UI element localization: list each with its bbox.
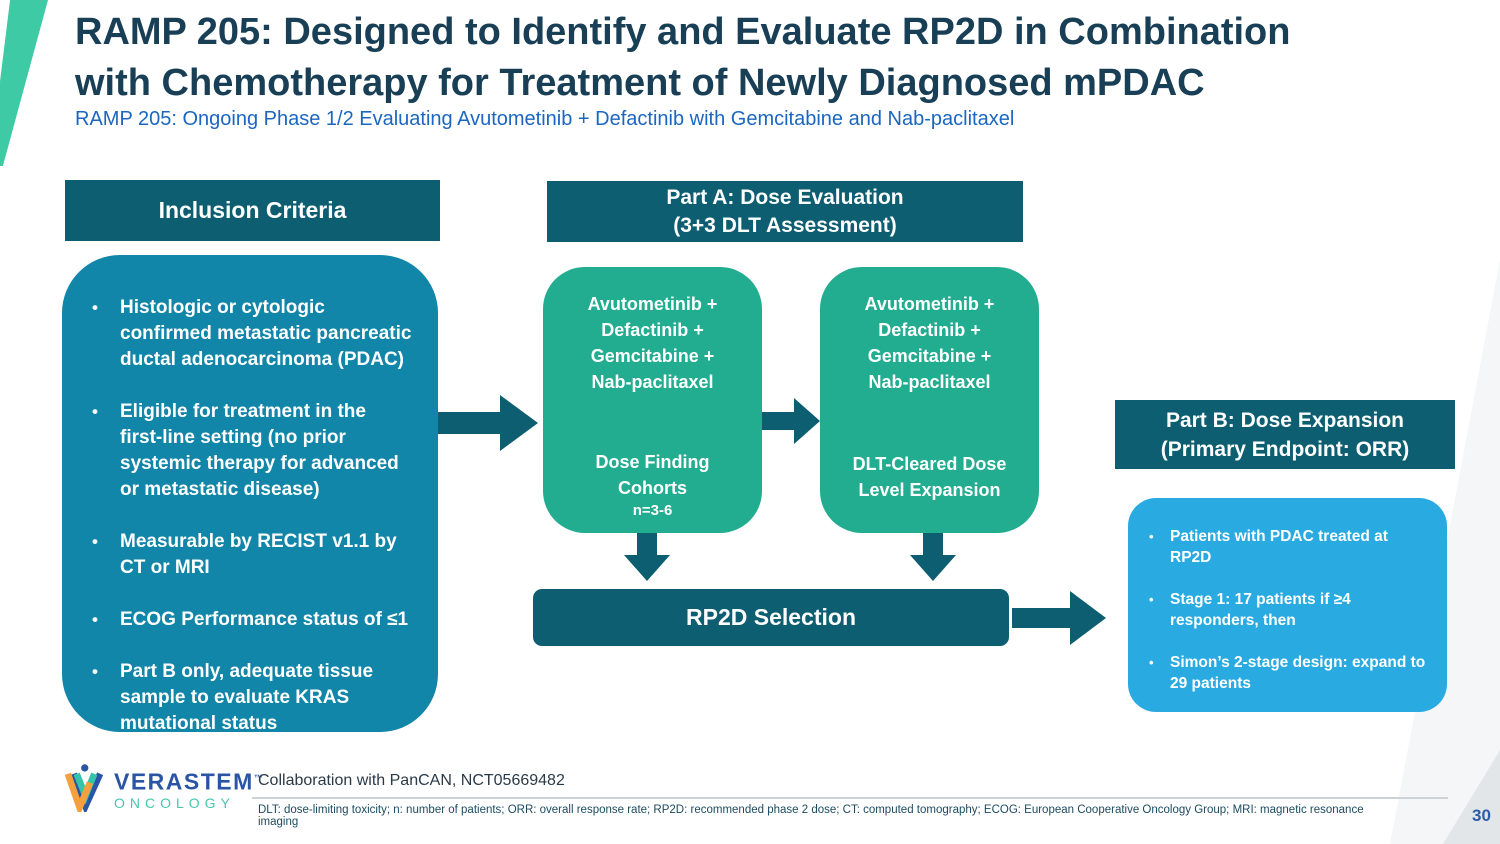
inclusion-criteria-header-label: Inclusion Criteria (158, 197, 347, 223)
verastem-logo: VERASTEM™ ONCOLOGY (62, 762, 263, 812)
rp2d-selection-label: RP2D Selection (686, 604, 856, 630)
verastem-logo-text: VERASTEM™ ONCOLOGY (114, 762, 263, 811)
inclusion-criteria-box: Histologic or cytologic confirmed metast… (62, 255, 438, 734)
dlt-cleared-expansion-box: Avutometinib + Defactinib + Gemcitabine … (820, 267, 1039, 533)
part-b-expansion-box: Patients with PDAC treated at RP2D Stage… (1128, 498, 1447, 712)
part-a-header: Part A: Dose Evaluation (3+3 DLT Assessm… (547, 181, 1023, 242)
box2-bottom-label-group: DLT-Cleared Dose Level Expansion (853, 451, 1007, 503)
page-number: 30 (1472, 806, 1491, 825)
box1-label: Dose Finding Cohorts (595, 452, 710, 498)
box1-drug-list: Avutometinib + Defactinib + Gemcitabine … (587, 294, 718, 392)
inclusion-bullet: ECOG Performance status of ≤1 (84, 607, 412, 633)
box1-n-count: n=3-6 (632, 502, 673, 519)
part-b-header: Part B: Dose Expansion (Primary Endpoint… (1115, 400, 1455, 469)
part-b-bullet: Stage 1: 17 patients if ≥4 responders, t… (1144, 589, 1427, 631)
inclusion-bullet: Measurable by RECIST v1.1 by CT or MRI (84, 529, 412, 581)
rp2d-selection-bar: RP2D Selection (533, 589, 1009, 646)
part-b-bullet: Patients with PDAC treated at RP2D (1144, 526, 1427, 568)
verastem-division-name: ONCOLOGY (114, 794, 235, 811)
box1-bottom-label-group: Dose Finding Cohorts n=3-6 (596, 449, 710, 521)
arrow-rp2d-to-part-b-icon (1012, 591, 1106, 645)
trademark-symbol: ™ (253, 773, 263, 783)
part-b-bullet: Simon’s 2-stage design: expand to 29 pat… (1144, 652, 1427, 694)
box2-drug-list: Avutometinib + Defactinib + Gemcitabine … (864, 294, 995, 392)
slide-subtitle: RAMP 205: Ongoing Phase 1/2 Evaluating A… (75, 108, 1015, 130)
part-a-header-label: Part A: Dose Evaluation (3+3 DLT Assessm… (666, 185, 904, 237)
collaboration-note: Collaboration with PanCAN, NCT05669482 (258, 772, 565, 789)
verastem-brand-name: VERASTEM™ (114, 768, 263, 795)
part-b-list: Patients with PDAC treated at RP2D Stage… (1128, 498, 1447, 694)
footer-divider (252, 797, 1448, 799)
arrow-dose-finding-to-dlt-expansion-icon (762, 398, 820, 444)
part-b-header-label: Part B: Dose Expansion (Primary Endpoint… (1160, 408, 1410, 461)
inclusion-bullet: Histologic or cytologic confirmed metast… (84, 295, 412, 373)
corner-accent-wedge (0, 0, 48, 166)
inclusion-criteria-header: Inclusion Criteria (65, 180, 440, 241)
inclusion-bullet: Eligible for treatment in the first-line… (84, 399, 412, 503)
verastem-logo-mark-icon (64, 764, 104, 812)
dose-finding-cohorts-box: Avutometinib + Defactinib + Gemcitabine … (543, 267, 762, 533)
abbreviation-footnote: DLT: dose-limiting toxicity; n: number o… (258, 804, 1364, 828)
arrow-inclusion-to-dose-finding-icon (438, 395, 538, 451)
arrow-down-dlt-expansion-icon (910, 533, 956, 581)
arrow-down-dose-finding-icon (624, 533, 670, 581)
inclusion-criteria-list: Histologic or cytologic confirmed metast… (62, 255, 438, 737)
slide-title: RAMP 205: Designed to Identify and Evalu… (75, 11, 1291, 104)
box2-label: DLT-Cleared Dose Level Expansion (852, 454, 1007, 500)
inclusion-bullet: Part B only, adequate tissue sample to e… (84, 659, 412, 737)
